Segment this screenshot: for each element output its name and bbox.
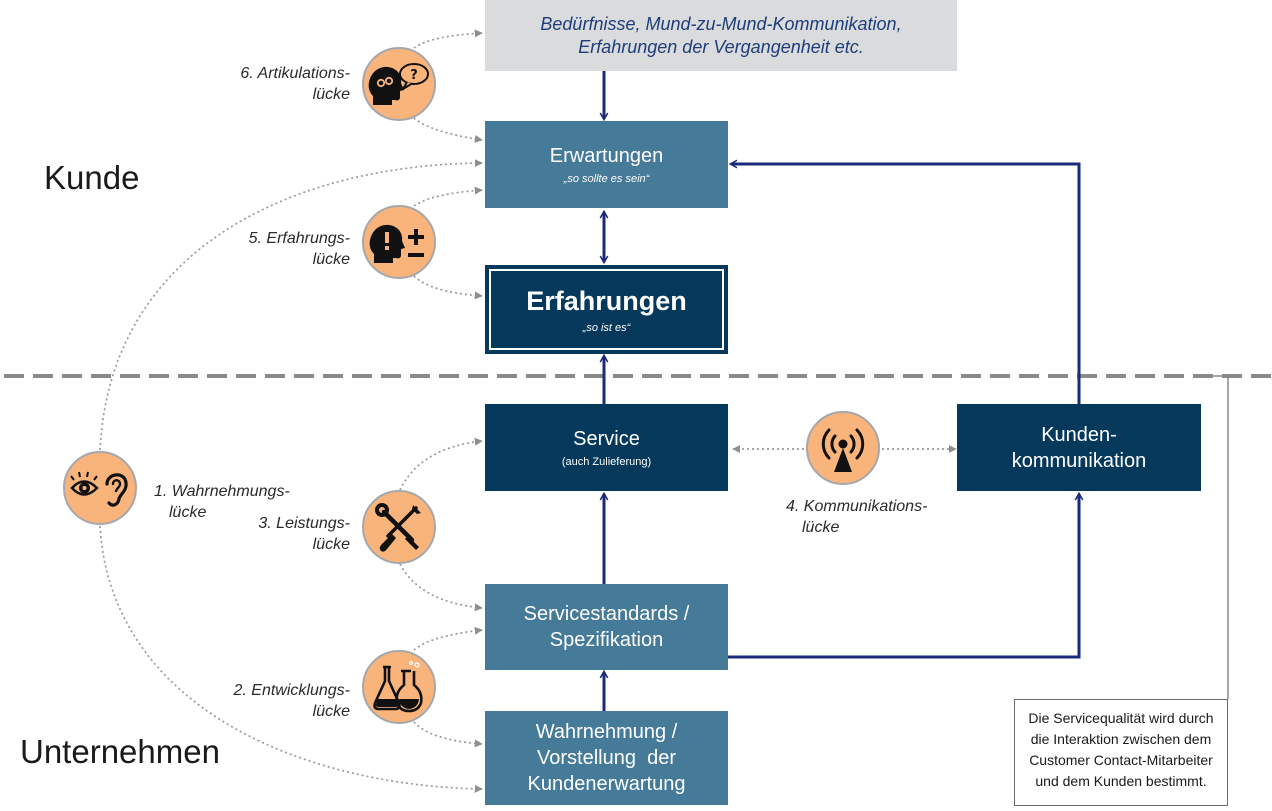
- communication-box: Kunden- kommunikation: [957, 404, 1201, 491]
- gap6-label-line-1: 6. Artikulations-: [240, 65, 350, 82]
- gap4-label-line-2: lücke: [802, 519, 840, 536]
- service-title: Service: [573, 428, 640, 450]
- note-line-4: und dem Kunden bestimmt.: [1035, 773, 1207, 789]
- needs-line-1: Bedürfnisse, Mund-zu-Mund-Kommunikation,: [540, 13, 902, 34]
- needs-box: Bedürfnisse, Mund-zu-Mund-Kommunikation,…: [485, 0, 957, 71]
- gap4-label: 4. Kommunikations- lücke: [786, 496, 936, 538]
- gap2-label-line-1: 2. Entwicklungs-: [233, 682, 351, 699]
- gap1-label-line-2: lücke: [169, 504, 207, 521]
- gap3-connector-bottom: [399, 563, 483, 612]
- note-line-2: die Interaktion zwischen dem: [1030, 731, 1212, 747]
- gap2-connector-top: [413, 626, 483, 651]
- head-question-icon: ?: [368, 63, 429, 105]
- gap5-icon-circle: [362, 205, 436, 279]
- gap4-label-line-1: 4. Kommunikations-: [786, 498, 928, 515]
- gap3-connector-top: [399, 437, 483, 491]
- gap6-connector-top: [413, 29, 483, 49]
- experiences-inner-frame: Erfahrungen „so ist es“: [489, 269, 724, 350]
- gap3-icon-circle: [362, 490, 436, 564]
- experiences-subtitle: „so ist es“: [582, 322, 631, 334]
- perception-line-3: Kundenerwartung: [527, 773, 686, 795]
- gap3-label-line-1: 3. Leistungs-: [258, 515, 350, 532]
- gap1-label: 1. Wahrnehmungs- lücke: [154, 481, 294, 523]
- standards-box: Servicestandards / Spezifikation: [485, 584, 728, 670]
- gap6-label: 6. Artikulations- lücke: [218, 63, 350, 105]
- note-connector: [1200, 375, 1229, 699]
- communication-to-expectations-arrow: [731, 164, 1081, 404]
- gap4-icon-circle: [806, 411, 880, 485]
- gap5-connector-top: [413, 186, 483, 207]
- note-line-1: Die Servicequalität wird durch: [1028, 710, 1214, 726]
- communication-line-2: kommunikation: [1011, 449, 1147, 472]
- gap5-connector-bottom: [413, 275, 483, 300]
- eye-ear-icon: [70, 471, 128, 507]
- gap3-label-line-2: lücke: [312, 536, 350, 553]
- gap2-label-line-2: lücke: [312, 703, 350, 720]
- experiences-title: Erfahrungen: [526, 286, 687, 316]
- service-subtitle: (auch Zulieferung): [561, 456, 652, 468]
- customer-side-label: Kunde: [44, 159, 140, 196]
- gap5-label: 5. Erfahrungs- lücke: [218, 228, 350, 270]
- gap5-label-line-2: lücke: [312, 251, 350, 268]
- gap1-connector-bottom: [99, 525, 483, 793]
- perception-line-2: Vorstellung der: [537, 747, 676, 769]
- service-box: Service (auch Zulieferung): [485, 404, 728, 491]
- broadcast-icon: [821, 428, 865, 472]
- perception-box: Wahrnehmung / Vorstellung der Kundenerwa…: [485, 711, 728, 805]
- standards-to-communication-arrow: [728, 494, 1079, 659]
- gap5-label-line-1: 5. Erfahrungs-: [248, 230, 350, 247]
- gap2-label: 2. Entwicklungs- lücke: [218, 680, 351, 722]
- expectations-title: Erwartungen: [549, 145, 664, 167]
- perception-line-1: Wahrnehmung /: [535, 721, 678, 743]
- experiences-box: Erfahrungen „so ist es“: [485, 265, 728, 354]
- gap3-label: 3. Leistungs- lücke: [218, 513, 350, 555]
- expectations-box: Erwartungen „so sollte es sein“: [485, 121, 728, 208]
- standards-line-1: Servicestandards /: [523, 603, 690, 625]
- gap6-label-line-2: lücke: [312, 86, 350, 103]
- expectations-subtitle: „so sollte es sein“: [563, 173, 650, 185]
- gap2-connector-bottom: [413, 721, 483, 748]
- gap1-label-line-1: 1. Wahrnehmungs-: [154, 483, 290, 500]
- gap1-connector-top: [99, 159, 483, 451]
- tools-icon: [375, 503, 421, 552]
- needs-line-2: Erfahrungen der Vergangenheit etc.: [578, 36, 864, 57]
- gap1-icon-circle: [63, 451, 137, 525]
- gap2-icon-circle: [362, 650, 436, 724]
- communication-line-1: Kunden-: [1041, 423, 1117, 446]
- svg-text:?: ?: [410, 68, 418, 83]
- company-side-label: Unternehmen: [20, 733, 220, 770]
- standards-line-2: Spezifikation: [549, 629, 664, 651]
- gap6-icon-circle: ?: [362, 47, 436, 121]
- gap6-connector-bottom: [413, 117, 483, 143]
- note-line-3: Customer Contact-Mitarbeiter: [1029, 752, 1213, 768]
- head-plus-minus-icon: [369, 224, 424, 263]
- service-quality-note: Die Servicequalität wird durch die Inter…: [1014, 699, 1228, 806]
- flasks-icon: [373, 660, 423, 713]
